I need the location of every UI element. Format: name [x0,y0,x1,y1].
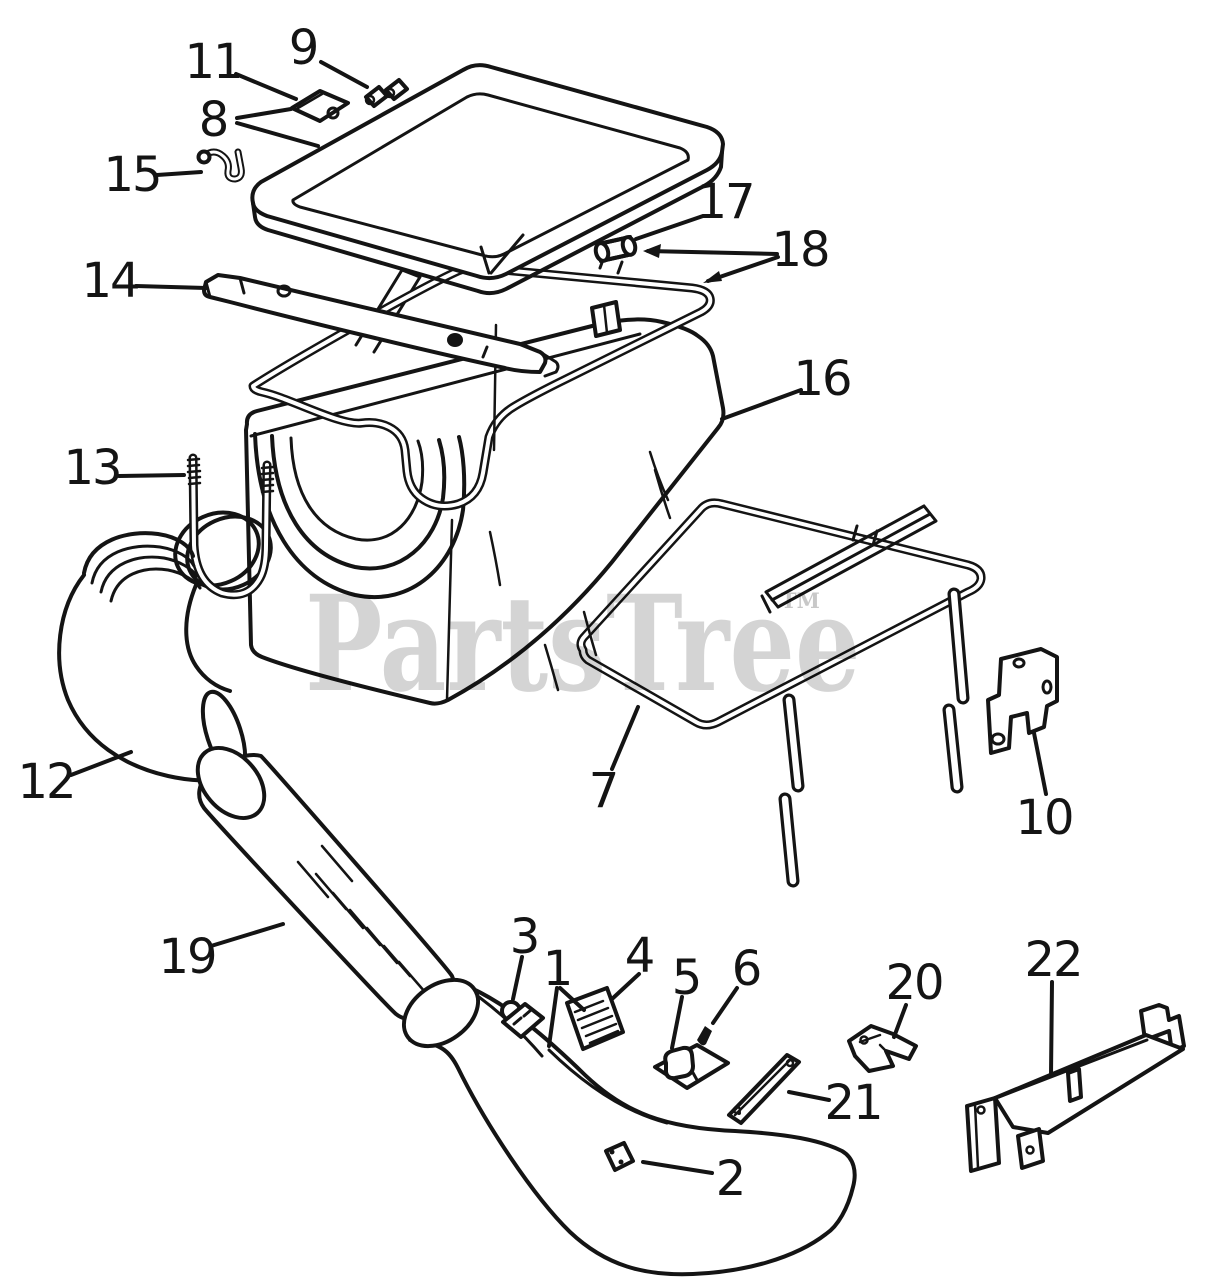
leader-line-1 [547,986,559,1048]
callout-10: 10 [1015,790,1072,846]
seal-strip [727,1053,801,1125]
chute-support-bracket [965,1003,1186,1173]
leader-line-14 [134,284,208,290]
callout-5: 5 [672,950,701,1006]
leader-line-18 [646,249,779,256]
latch-hook [196,152,242,180]
leader-line-9 [319,60,369,89]
callout-17: 17 [696,174,753,230]
hinge-pin [593,235,638,263]
callout-22: 22 [1024,932,1081,988]
callout-14: 14 [81,253,138,309]
leader-line-1 [558,986,586,1012]
callout-21: 21 [824,1075,881,1131]
leader-line-2 [641,1160,714,1175]
callout-20: 20 [885,955,942,1011]
leader-line-19 [209,922,285,948]
leader-line-10 [1032,731,1048,796]
wear-plate [565,986,625,1051]
screw [697,1026,712,1046]
callout-7: 7 [589,763,618,819]
callout-3: 3 [510,909,539,965]
leader-line-4 [610,972,641,1001]
callout-16: 16 [793,351,850,407]
latch-bracket [847,1024,918,1073]
callout-1: 1 [543,941,572,997]
leader-line-6 [711,986,739,1025]
callout-18: 18 [771,222,828,278]
bolts [364,78,409,108]
leader-line-5 [670,995,684,1050]
leader-line-7 [610,705,640,771]
support-frame [581,503,981,881]
leader-arrow-18 [703,271,722,283]
callout-9: 9 [289,20,318,76]
latch-plate [653,1043,730,1090]
callout-8: 8 [199,92,228,148]
chute-clip-bottom [604,1141,635,1172]
leader-line-20 [892,1003,908,1039]
callout-13: 13 [63,440,120,496]
leader-line-13 [117,473,186,478]
leader-line-15 [155,170,203,177]
chute-clip-front [500,1000,545,1039]
leader-line-16 [720,388,803,421]
leader-line-12 [69,750,133,777]
watermark: PartsTree TM [305,566,860,721]
leader-line-8 [235,121,320,148]
bag-top-frame [202,235,710,506]
lower-chute [401,977,857,1277]
callout-12: 12 [17,754,74,810]
lid-hardware [196,78,409,180]
elbow-chute [57,531,248,783]
callout-15: 15 [103,147,160,203]
bag-container [173,317,726,706]
bag-lid [250,63,725,296]
leader-line-8 [235,107,293,120]
callout-19: 19 [158,929,215,985]
support-strap [202,273,560,378]
watermark-tm: TM [781,588,820,613]
leader-arrow-18 [643,244,661,258]
callout-2: 2 [716,1151,745,1207]
watermark-text: PartsTree [305,566,860,721]
support-rod [186,458,275,595]
leader-line-3 [511,955,524,1001]
leader-line-22 [1049,980,1054,1077]
leader-line-21 [787,1090,831,1102]
leader-line-11 [234,72,298,101]
callout-11: 11 [184,34,241,90]
straight-tube [195,745,457,1022]
hinge-plate [290,89,350,123]
mounting-bracket [986,647,1059,755]
callout-6: 6 [732,941,761,997]
leader-line-17 [634,214,705,241]
callout-4: 4 [625,928,654,984]
